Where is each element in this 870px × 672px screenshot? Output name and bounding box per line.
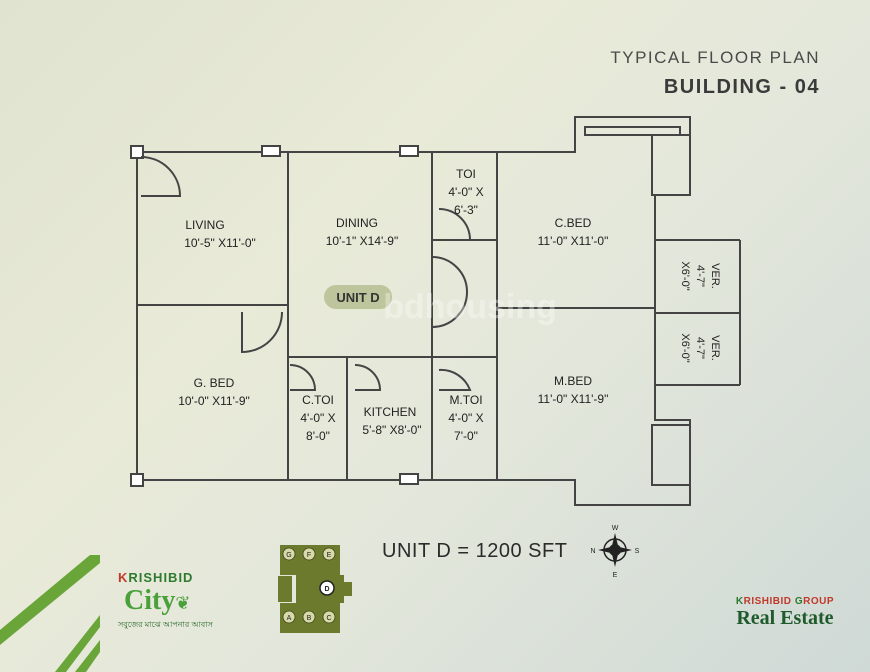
unit-badge-bg — [324, 285, 392, 309]
compass-s: S — [635, 548, 640, 555]
room-ver2-label: VER. 4'-7" X6'-0" — [679, 333, 721, 362]
room-ctoi-size1: 4'-0" X — [300, 411, 335, 425]
room-cbed-size: 11'-0" X11'-0" — [538, 234, 609, 248]
room-dining-name: DINING — [336, 216, 378, 230]
room-ver1-label: VER. 4'-7" X6'-0" — [679, 261, 721, 290]
key-unit-c: C — [326, 615, 331, 622]
room-living-name: LIVING — [185, 218, 224, 232]
krishibid-city-tagline: সবুজের মাঝে আপনার আবাস — [118, 620, 213, 629]
krishibid-city-brand: KRISHIBID — [118, 570, 194, 585]
room-living-size: 10'-5" X11'-0" — [184, 236, 256, 250]
room-gbed-name: G. BED — [194, 376, 235, 390]
compass-e: E — [613, 572, 618, 579]
krishibid-city-logo: KRISHIBID City❦ সবুজের মাঝে আপনার আবাস — [118, 570, 213, 632]
real-estate-name: Real Estate — [736, 607, 834, 629]
room-ver2-size1: 4'-7" — [694, 337, 706, 359]
room-mtoi-size2: 7'-0" — [454, 429, 478, 443]
plan-title: TYPICAL FLOOR PLAN — [610, 48, 820, 67]
room-ctoi-name: C.TOI — [302, 393, 334, 407]
header: TYPICAL FLOOR PLAN BUILDING - 04 — [610, 48, 820, 99]
room-kitchen-size: 5'-8" X8'-0" — [362, 423, 421, 437]
room-mbed-size: 11'-0" X11'-9" — [538, 392, 609, 406]
compass-n: N — [590, 548, 595, 555]
unit-badge: UNIT D — [336, 290, 379, 305]
krishibid-group-label: KRISHIBID GROUP — [735, 596, 834, 607]
key-unit-a: A — [287, 615, 292, 622]
room-mtoi-size1: 4'-0" X — [448, 411, 483, 425]
key-plan-right-block — [344, 582, 352, 596]
room-ver1-size2: X6'-0" — [679, 261, 691, 290]
leaf-icon: ❦ — [175, 593, 191, 613]
compass-w: W — [612, 525, 619, 532]
key-plan-circles — [282, 547, 336, 624]
plan-walls — [130, 116, 741, 506]
room-cbed-name: C.BED — [555, 216, 592, 230]
krishibid-city-name: City — [124, 585, 176, 616]
room-kitchen-name: KITCHEN — [364, 405, 417, 419]
key-unit-g: G — [286, 552, 291, 559]
compass-icon: W E N S — [590, 525, 639, 579]
room-toi-size2: 6'-3" — [454, 203, 478, 217]
unit-area: UNIT D = 1200 SFT — [382, 540, 568, 562]
room-mbed-name: M.BED — [554, 374, 592, 388]
green-stripes — [0, 555, 100, 672]
room-ver2-size2: X6'-0" — [679, 333, 691, 362]
key-unit-b: B — [307, 615, 312, 622]
watermark: bdhousing — [383, 288, 557, 326]
key-plan-left-block — [278, 576, 292, 602]
key-plan-unit-marker — [319, 580, 335, 596]
room-ver1-name: VER. — [709, 263, 721, 289]
room-ver2-name: VER. — [709, 335, 721, 361]
key-unit-d: D — [324, 586, 329, 593]
building-title: BUILDING - 04 — [663, 76, 820, 98]
room-ctoi-size2: 8'-0" — [306, 429, 330, 443]
room-ver1-size1: 4'-7" — [694, 265, 706, 287]
room-mtoi-name: M.TOI — [449, 393, 482, 407]
krishibid-real-estate-logo: KRISHIBID GROUP Real Estate — [736, 596, 834, 630]
room-gbed-size: 10'-0" X11'-9" — [178, 394, 250, 408]
key-unit-f: F — [307, 552, 311, 559]
room-dining-size: 10'-1" X14'-9" — [326, 234, 398, 248]
key-plan: G F E D A B C — [278, 545, 352, 633]
key-unit-e: E — [327, 552, 332, 559]
room-toi-name: TOI — [456, 167, 476, 181]
room-toi-size1: 4'-0" X — [448, 185, 483, 199]
